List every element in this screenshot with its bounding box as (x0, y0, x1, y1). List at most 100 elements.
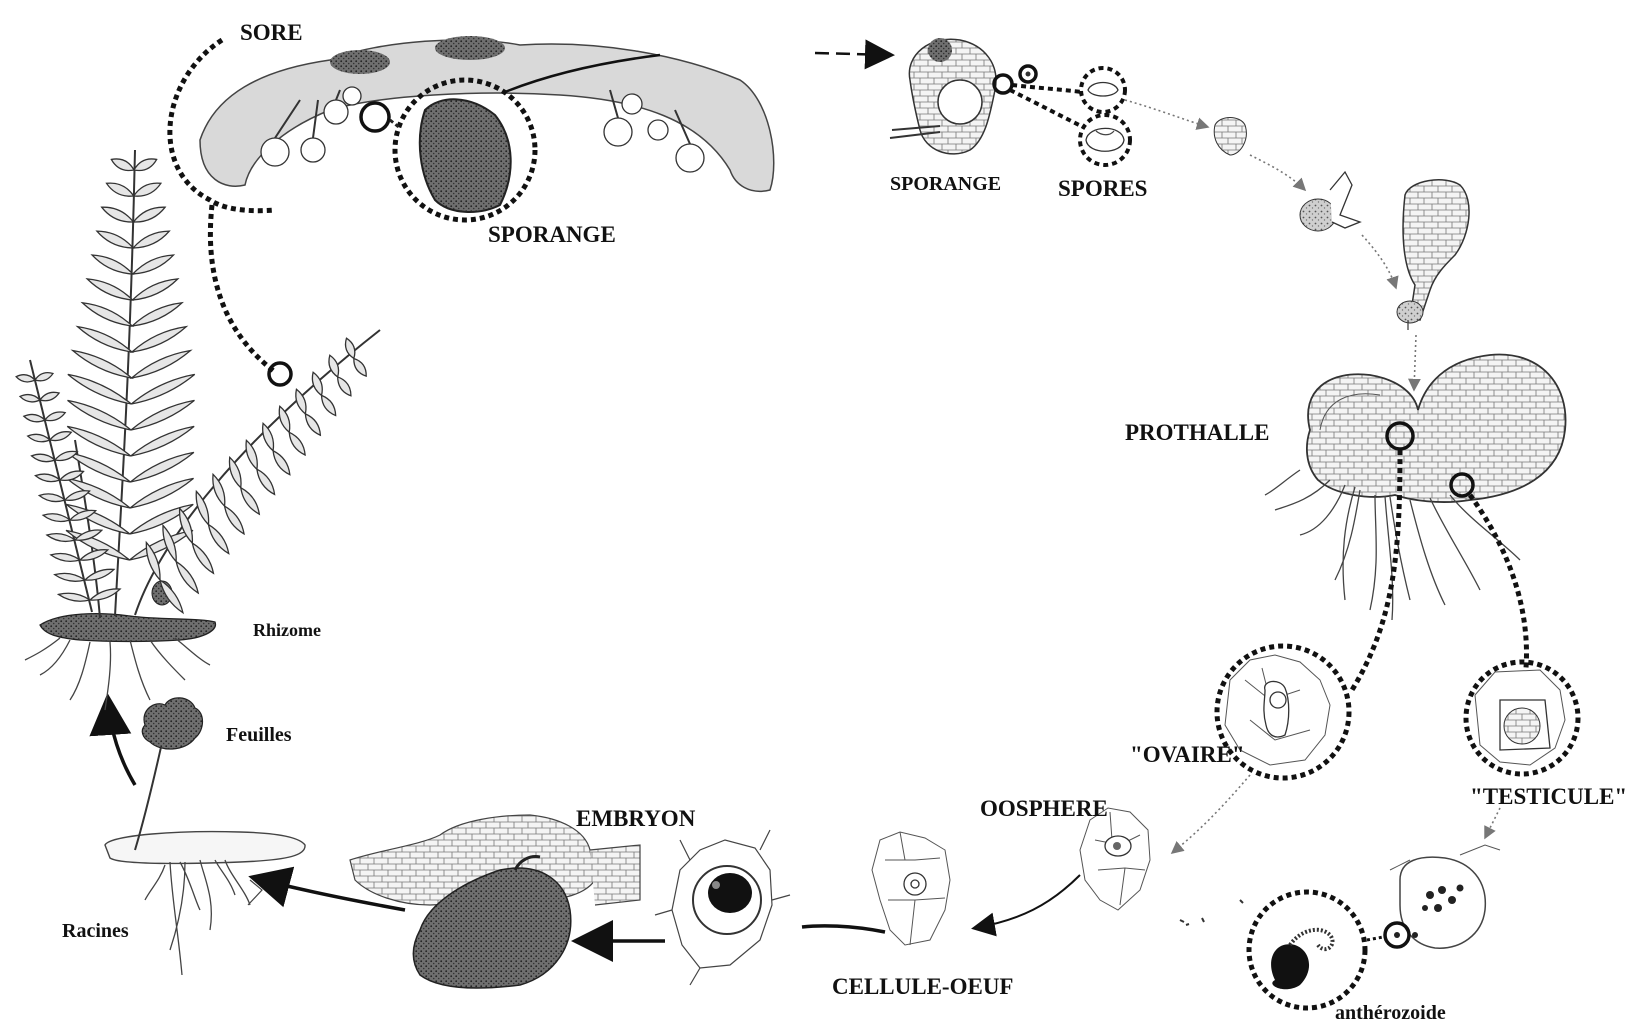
fern-pinna (191, 541, 215, 575)
fern-pinna (30, 453, 57, 463)
fern-pinna (129, 503, 194, 535)
young-sporophyte-illustration (104, 697, 306, 976)
fern-pinna (132, 206, 167, 223)
fern-pinna (85, 278, 135, 301)
fern-pinna (48, 431, 73, 442)
arrow-sore-to-sporange (814, 39, 895, 70)
rhizome-illustration (39, 613, 217, 643)
fern-pinna (129, 477, 194, 509)
dashed-link-sporange-to-spore-2 (1009, 88, 1086, 130)
fern-pinna (228, 455, 242, 490)
fern-pinna (245, 438, 258, 471)
fern-pinna (262, 422, 275, 453)
label-antherozoide: anthérozoide (1335, 1002, 1446, 1024)
zygote-cellule-oeuf-illustration (871, 831, 951, 946)
label-sore: SORE (240, 20, 303, 45)
fern-pinna (129, 529, 194, 561)
label-cellule-oeuf: CELLULE-OEUF (832, 974, 1013, 999)
fern-frond-central (65, 158, 196, 561)
fern-pinna (110, 158, 136, 172)
fern-pinna (67, 399, 132, 431)
speck-marks (1179, 899, 1244, 926)
fern-pinna (129, 325, 189, 353)
spore-2 (1078, 113, 1132, 167)
fern-pinna (80, 301, 135, 327)
fern-pinna (178, 506, 194, 545)
fern-pinna (56, 592, 92, 602)
arrow-germination-1-to-2 (1249, 154, 1307, 192)
fern-pinna (53, 450, 79, 462)
germinating-spore-stage-1 (1213, 117, 1247, 156)
fern-pinna (311, 371, 323, 397)
fern-pinna (212, 472, 226, 508)
label-embryon: EMBRYON (576, 806, 696, 831)
fern-pinna (256, 468, 276, 496)
fern-pinna (129, 349, 193, 380)
fern-pinna (22, 413, 47, 423)
fern-pinna (130, 425, 195, 457)
fern-pinna (195, 489, 210, 527)
dashed-link-sore-to-leaf (167, 37, 276, 214)
fern-pinna (175, 560, 200, 595)
archegonium-marker (1385, 421, 1415, 451)
sporangium-zoom-circle (392, 77, 538, 223)
label-spores: SPORES (1058, 176, 1147, 201)
fern-pinna (73, 529, 104, 541)
arrow-testicule-to-open-antheridium (1484, 807, 1501, 840)
fern-pinna (131, 254, 176, 275)
fern-pinna (83, 568, 116, 581)
fern-pinna (130, 278, 180, 301)
arrow-ovaire-to-oosphere (1170, 774, 1251, 855)
spore-1 (1079, 66, 1127, 114)
antheridium-releasing-illustration (1389, 844, 1501, 949)
arrow-to-prothalle (1408, 334, 1421, 392)
arrow-embryo-to-sporophyte (248, 866, 406, 912)
fern-pinna (131, 230, 171, 249)
adult-fern-illustration (15, 149, 381, 711)
embryo-early-stage-illustration (654, 829, 791, 986)
fern-pinna (38, 391, 61, 402)
sporangia-cluster-left (260, 86, 362, 167)
fern-frond-right (145, 337, 367, 615)
fern-pinna (272, 449, 291, 476)
dashed-link-prothalle-to-testicule (1467, 493, 1529, 669)
fern-pinna (288, 431, 306, 457)
label-feuilles: Feuilles (226, 724, 292, 746)
fern-pinna (63, 490, 91, 501)
fern-pinna (15, 374, 37, 383)
sporangium-dehiscing-illustration (889, 38, 1038, 155)
fern-pinna (158, 578, 184, 615)
fern-pinna (33, 371, 55, 382)
fern-pinna (90, 254, 135, 275)
fern-pinna (130, 399, 195, 431)
arrow-sporophyte-to-adult-fern (89, 693, 137, 786)
fern-pinna (43, 411, 67, 422)
arrow-germination-2-to-3 (1361, 234, 1399, 290)
sorus-location-marker (267, 361, 293, 387)
fern-pinna (162, 523, 177, 564)
fern-pinna (130, 301, 184, 327)
fern-pinna (223, 504, 245, 536)
arrow-cellule-oeuf-to-division (801, 924, 886, 934)
young-prothallus-filament (1396, 179, 1470, 330)
label-prothalle: PROTHALLE (1125, 420, 1269, 445)
label-oosphere: OOSPHERE (980, 796, 1108, 821)
fern-pinna (129, 451, 195, 483)
fern-pinna (145, 540, 161, 582)
fern-pinna (68, 509, 98, 521)
fern-pinna (320, 394, 337, 417)
fern-pinna (18, 393, 42, 403)
fern-pinna (41, 513, 72, 523)
fern-pinna (105, 182, 135, 197)
sorus-section-illustration: SORE SPORANGE (199, 20, 775, 247)
fern-pinna (207, 523, 230, 555)
archegonium-ovaire-zoom (1214, 643, 1352, 781)
fern-pinna (34, 473, 62, 483)
prothallus-illustration (1264, 353, 1567, 621)
fern-pinna (278, 405, 291, 434)
fern-pinna (100, 206, 135, 223)
arrow-oosphere-to-cellule-oeuf (971, 874, 1081, 937)
fern-pinna (78, 549, 110, 561)
germinating-spore-stage-2 (1299, 170, 1362, 232)
sporangium-zoom-marker (359, 101, 391, 133)
